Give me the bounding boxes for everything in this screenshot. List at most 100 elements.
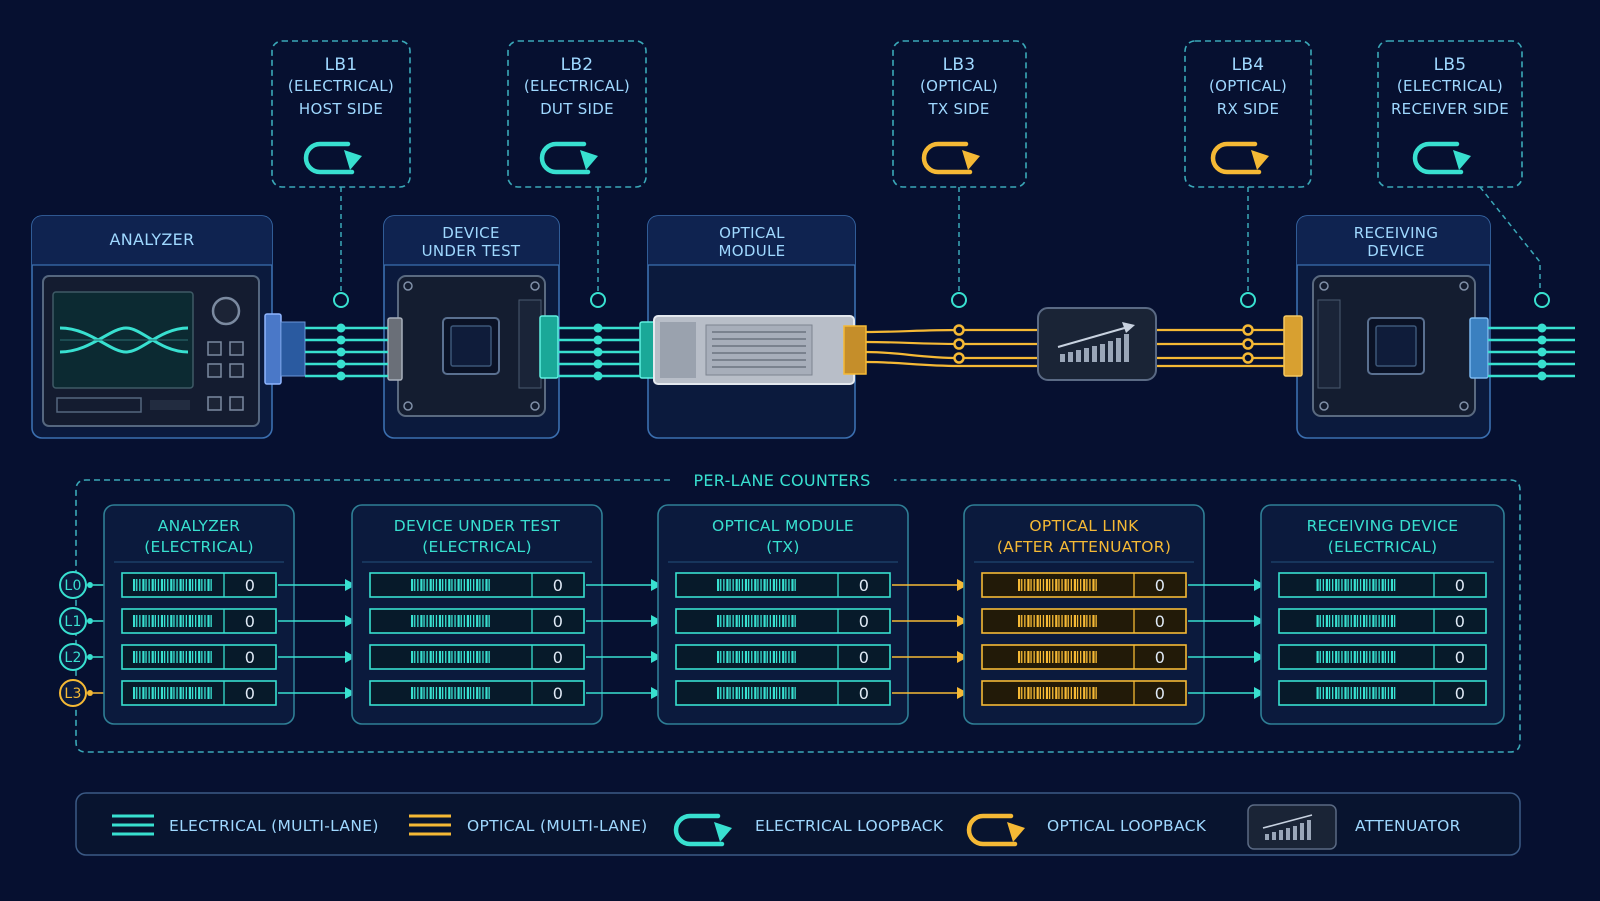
counter-group-title-line2: (ELECTRICAL): [1328, 538, 1438, 556]
counter-row: 0: [981, 608, 1187, 634]
electrical-loopback-icon: [542, 144, 598, 172]
receiving-title-line1: RECEIVING: [1354, 224, 1439, 242]
counter-barcode-icon: [411, 651, 490, 663]
counter-barcode-icon: [411, 615, 490, 627]
optical-loopback-icon: [1213, 144, 1269, 172]
counter-row: 0: [1278, 572, 1487, 598]
flow-arrow: [586, 579, 662, 591]
counter-row: 0: [1278, 680, 1487, 706]
analyzer-panel: ANALYZER: [31, 215, 306, 439]
dut-input-port: [387, 317, 403, 381]
optical-module-title-line1: OPTICAL: [719, 224, 785, 242]
flow-arrow: [1188, 615, 1265, 627]
analyzer-title: ANALYZER: [109, 230, 194, 249]
counter-barcode-icon: [411, 687, 490, 699]
counter-barcode-icon: [133, 615, 212, 627]
legend-attenuator-label: ATTENUATOR: [1355, 817, 1461, 835]
counter-row: 0: [369, 608, 585, 634]
flow-arrow: [892, 687, 968, 699]
flow-arrow: [586, 615, 662, 627]
loopback-side: DUT SIDE: [540, 100, 614, 118]
loopback-type: (ELECTRICAL): [524, 77, 630, 95]
dut-board-icon: [397, 275, 546, 417]
optical-module-title-line2: MODULE: [719, 242, 786, 260]
counter-group-title-line1: ANALYZER: [158, 517, 240, 535]
counter-value: 0: [1455, 576, 1465, 595]
per-lane-counters: PER-LANE COUNTERS L0L1L2L3ANALYZER(ELECT…: [59, 471, 1521, 753]
dut-title-line1: DEVICE: [442, 224, 499, 242]
counter-row: 0: [369, 680, 585, 706]
dut-output-port: [539, 315, 559, 379]
counter-barcode-icon: [1316, 651, 1396, 663]
loopback-lb5: LB5 (ELECTRICAL) RECEIVER SIDE: [1377, 40, 1523, 188]
oscilloscope-icon: [42, 275, 260, 427]
counter-group-title-line1: DEVICE UNDER TEST: [394, 517, 561, 535]
electrical-loopback-icon: [306, 144, 362, 172]
counter-barcode-icon: [1316, 687, 1396, 699]
loopback-lb2: LB2 (ELECTRICAL) DUT SIDE: [507, 40, 647, 188]
counter-value: 0: [1155, 612, 1165, 631]
legend-electrical-loopback-label: ELECTRICAL LOOPBACK: [755, 817, 944, 835]
test-points: [333, 292, 1550, 381]
counter-row: 0: [675, 572, 891, 598]
flow-arrow: [586, 651, 662, 663]
counter-row: 0: [1278, 644, 1487, 670]
counters-title: PER-LANE COUNTERS: [693, 471, 870, 490]
flow-arrow: [1188, 687, 1265, 699]
counter-barcode-icon: [1018, 687, 1097, 699]
counter-value: 0: [1455, 648, 1465, 667]
flow-arrow: [278, 687, 356, 699]
loopback-id: LB5: [1434, 55, 1467, 75]
counter-row: 0: [369, 644, 585, 670]
flow-arrow: [892, 651, 968, 663]
loopback-side: HOST SIDE: [299, 100, 383, 118]
counter-value: 0: [553, 648, 563, 667]
counter-value: 0: [245, 648, 255, 667]
attenuator-icon: [1057, 322, 1135, 362]
legend-optical-label: OPTICAL (MULTI-LANE): [467, 817, 648, 835]
counter-row: 0: [981, 680, 1187, 706]
electrical-lines-icon: [112, 814, 154, 836]
lane-label-l0: L0: [59, 571, 104, 599]
receiver-input-port: [1283, 315, 1303, 377]
electrical-lanes: [305, 326, 1575, 378]
counter-group-title-line1: OPTICAL LINK: [1029, 517, 1139, 535]
dut-title-line2: UNDER TEST: [422, 242, 521, 260]
counter-group-title-line1: OPTICAL MODULE: [712, 517, 854, 535]
counter-barcode-icon: [717, 651, 796, 663]
counter-row: 0: [981, 572, 1187, 598]
counter-value: 0: [245, 684, 255, 703]
counter-group-title-line2: (TX): [766, 538, 799, 556]
loopback-id: LB3: [943, 55, 976, 75]
loopback-lb3: LB3 (OPTICAL) TX SIDE: [892, 40, 1027, 188]
loopback-id: LB4: [1232, 55, 1265, 75]
counter-barcode-icon: [717, 579, 796, 591]
counter-barcode-icon: [1316, 615, 1396, 627]
counter-barcode-icon: [133, 687, 212, 699]
lane-label-text: L0: [64, 578, 81, 594]
counter-barcode-icon: [1018, 579, 1097, 591]
lane-label-l2: L2: [59, 643, 104, 671]
lane-label-text: L1: [64, 614, 81, 630]
legend-optical-loopback-label: OPTICAL LOOPBACK: [1047, 817, 1207, 835]
legend: ELECTRICAL (MULTI-LANE) OPTICAL (MULTI-L…: [75, 792, 1521, 856]
flow-arrow: [892, 579, 968, 591]
loopback-type: (OPTICAL): [920, 77, 998, 95]
receiver-board-icon: [1312, 275, 1476, 417]
flow-arrow: [278, 651, 356, 663]
counter-value: 0: [553, 684, 563, 703]
counter-group-title-line2: (AFTER ATTENUATOR): [997, 538, 1171, 556]
counter-row: 0: [675, 608, 891, 634]
optical-loopback-icon: [924, 144, 980, 172]
optical-module-panel: OPTICAL MODULE: [639, 215, 867, 439]
loopback-side: RECEIVER SIDE: [1391, 100, 1509, 118]
analyzer-port: [264, 313, 282, 385]
loopback-type: (ELECTRICAL): [1397, 77, 1503, 95]
electrical-loopback-icon: [1415, 144, 1471, 172]
counter-barcode-icon: [133, 651, 212, 663]
counter-value: 0: [553, 576, 563, 595]
loopback-side: TX SIDE: [927, 100, 989, 118]
